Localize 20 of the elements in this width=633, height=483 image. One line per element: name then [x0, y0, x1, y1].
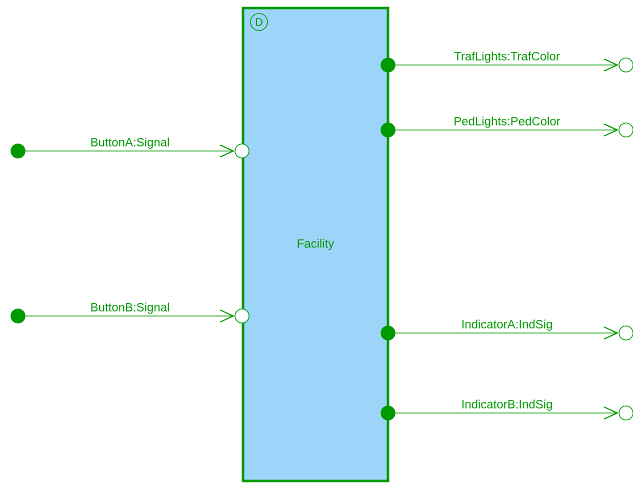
port-dot [380, 406, 396, 420]
port-dot [10, 308, 26, 324]
port-circle [234, 144, 250, 158]
edge-label: IndicatorB:IndSig [462, 400, 552, 411]
edge-label: PedLights:PedColor [454, 116, 560, 128]
arrow [395, 406, 619, 420]
port-dot [380, 326, 396, 340]
port-dot [380, 122, 396, 138]
edge-label: IndicatorA:IndSig [462, 320, 552, 331]
arrow [25, 309, 235, 323]
arrow [395, 326, 619, 340]
port-dot [380, 58, 396, 72]
edge-label: TrafLights:TrafColor [454, 52, 560, 63]
edge-label: ButtonA:Signal [91, 138, 169, 149]
arrow [395, 58, 619, 72]
arrow [395, 123, 619, 137]
port-dot [10, 144, 26, 158]
edge-label: ButtonB:Signal [91, 302, 169, 314]
port-circle [234, 308, 250, 324]
arrow [25, 144, 235, 158]
